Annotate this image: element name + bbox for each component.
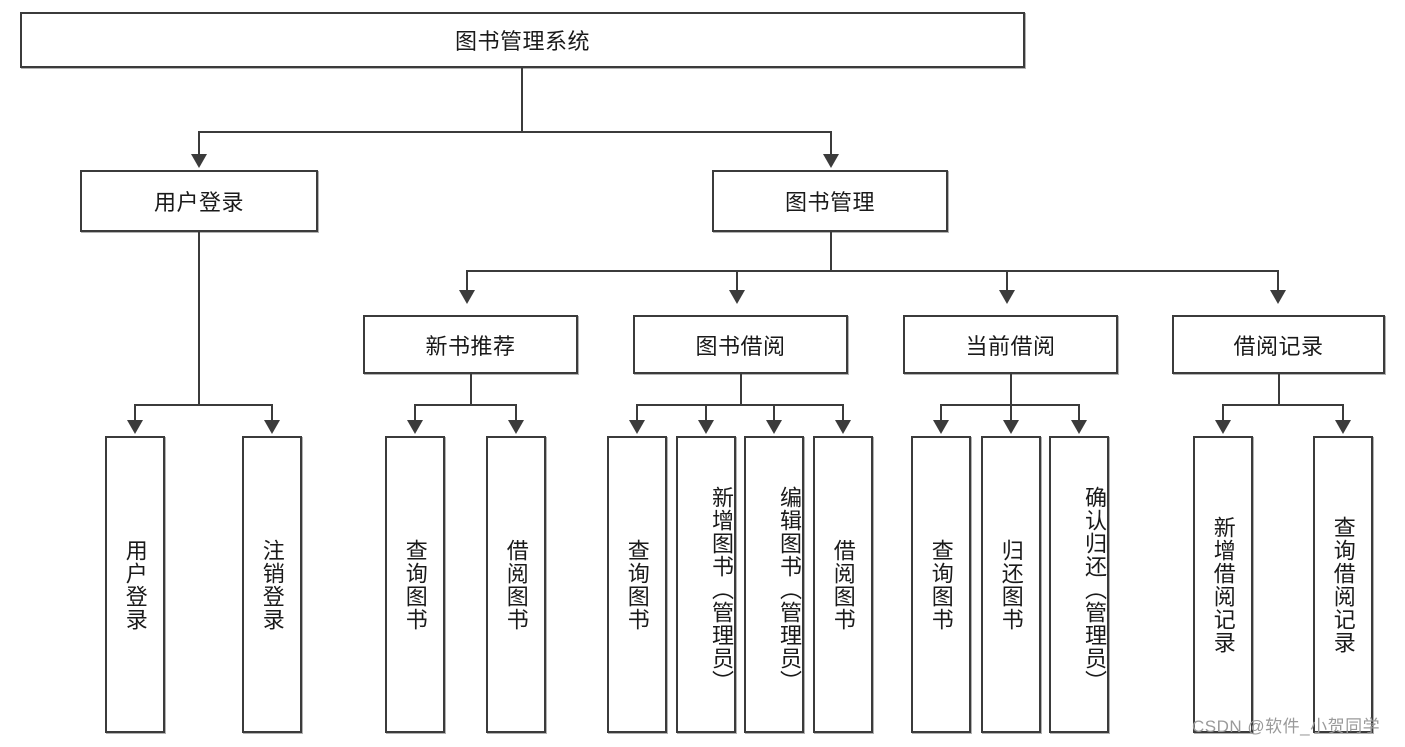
arrow-borrow-to-leaf4 xyxy=(835,420,851,434)
leaf-borrow-book-recommend[interactable]: 借阅图书 xyxy=(486,436,546,733)
connector-root-bus xyxy=(198,131,832,133)
arrow-borrow-to-leaf1 xyxy=(629,420,645,434)
connector-borrow-to-leaf2 xyxy=(705,404,707,422)
arrow-login-to-leaf1 xyxy=(127,420,143,434)
connector-login-to-leaf1 xyxy=(134,404,136,422)
connector-borrow-to-leaf1 xyxy=(636,404,638,422)
connector-bookmgmt-stem xyxy=(830,232,832,272)
connector-bookmgmt-to-record xyxy=(1277,270,1279,292)
leaf-user-login[interactable]: 用户登录 xyxy=(105,436,165,733)
arrow-bookmgmt-to-current xyxy=(999,290,1015,304)
leaf-add-borrow-record[interactable]: 新增借阅记录 xyxy=(1193,436,1253,733)
csdn-watermark: CSDN @软件_小贺同学 xyxy=(1192,717,1381,736)
arrow-root-to-login xyxy=(191,154,207,168)
leaf-edit-book-admin[interactable]: 编辑图书（管理员） xyxy=(744,436,804,733)
node-new-book-recommend[interactable]: 新书推荐 xyxy=(363,315,578,374)
connector-bookmgmt-to-borrow xyxy=(736,270,738,292)
arrow-current-to-leaf3 xyxy=(1071,420,1087,434)
leaf-query-borrow-record[interactable]: 查询借阅记录 xyxy=(1313,436,1373,733)
connector-root-to-bookmgmt xyxy=(830,131,832,156)
arrow-borrow-to-leaf3 xyxy=(766,420,782,434)
arrow-recommend-to-leaf1 xyxy=(407,420,423,434)
leaf-return-book[interactable]: 归还图书 xyxy=(981,436,1041,733)
leaf-query-book-current[interactable]: 查询图书 xyxy=(911,436,971,733)
connector-root-stem xyxy=(521,68,523,133)
connector-borrow-bus xyxy=(636,404,843,406)
node-book-management[interactable]: 图书管理 xyxy=(712,170,948,232)
connector-current-to-leaf2 xyxy=(1010,404,1012,422)
arrow-recommend-to-leaf2 xyxy=(508,420,524,434)
node-current-borrow[interactable]: 当前借阅 xyxy=(903,315,1118,374)
connector-current-to-leaf3 xyxy=(1078,404,1080,422)
connector-bookmgmt-to-current xyxy=(1006,270,1008,292)
connector-record-stem xyxy=(1278,374,1280,406)
node-book-borrow[interactable]: 图书借阅 xyxy=(633,315,848,374)
connector-login-bus xyxy=(134,404,271,406)
leaf-confirm-return-admin[interactable]: 确认归还（管理员） xyxy=(1049,436,1109,733)
arrow-login-to-leaf2 xyxy=(264,420,280,434)
connector-login-to-leaf2 xyxy=(271,404,273,422)
leaf-borrow-book[interactable]: 借阅图书 xyxy=(813,436,873,733)
arrow-current-to-leaf1 xyxy=(933,420,949,434)
connector-record-to-leaf1 xyxy=(1222,404,1224,422)
connector-current-stem xyxy=(1010,374,1012,406)
connector-record-to-leaf2 xyxy=(1342,404,1344,422)
leaf-query-book-borrow[interactable]: 查询图书 xyxy=(607,436,667,733)
leaf-query-book-recommend[interactable]: 查询图书 xyxy=(385,436,445,733)
connector-bookmgmt-to-new xyxy=(466,270,468,292)
node-root-system[interactable]: 图书管理系统 xyxy=(20,12,1025,68)
leaf-add-book-admin[interactable]: 新增图书（管理员） xyxy=(676,436,736,733)
arrow-bookmgmt-to-record xyxy=(1270,290,1286,304)
connector-borrow-to-leaf3 xyxy=(773,404,775,422)
node-borrow-record[interactable]: 借阅记录 xyxy=(1172,315,1385,374)
connector-borrow-stem xyxy=(740,374,742,406)
connector-recommend-bus xyxy=(414,404,517,406)
leaf-logout[interactable]: 注销登录 xyxy=(242,436,302,733)
connector-current-to-leaf1 xyxy=(940,404,942,422)
arrow-record-to-leaf2 xyxy=(1335,420,1351,434)
connector-root-to-login xyxy=(198,131,200,156)
node-user-login[interactable]: 用户登录 xyxy=(80,170,318,232)
arrow-root-to-bookmgmt xyxy=(823,154,839,168)
connector-recommend-to-leaf2 xyxy=(515,404,517,422)
connector-recommend-to-leaf1 xyxy=(414,404,416,422)
connector-borrow-to-leaf4 xyxy=(842,404,844,422)
connector-record-bus xyxy=(1222,404,1344,406)
connector-bookmgmt-bus xyxy=(466,270,1279,272)
connector-login-stem xyxy=(198,232,200,406)
arrow-bookmgmt-to-new xyxy=(459,290,475,304)
connector-recommend-stem xyxy=(470,374,472,406)
arrow-record-to-leaf1 xyxy=(1215,420,1231,434)
arrow-bookmgmt-to-borrow xyxy=(729,290,745,304)
arrow-borrow-to-leaf2 xyxy=(698,420,714,434)
arrow-current-to-leaf2 xyxy=(1003,420,1019,434)
